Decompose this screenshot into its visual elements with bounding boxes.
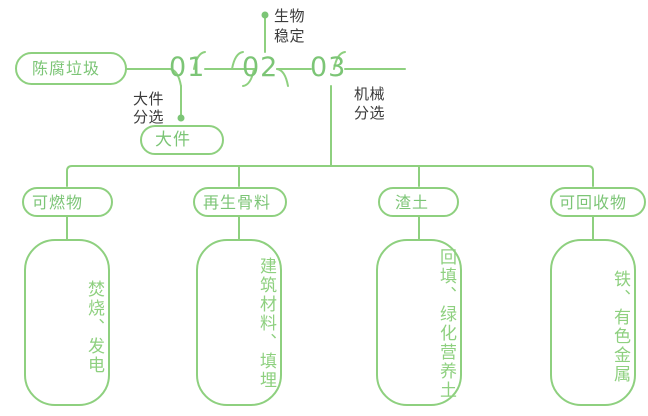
dot-large-item xyxy=(177,114,185,122)
step-number-02[interactable]: 02 xyxy=(242,52,279,83)
bracket-02-lower xyxy=(242,68,255,87)
bus-line xyxy=(66,165,594,173)
bracket-01-upper xyxy=(193,51,206,70)
step-label-01-line2: 分选 xyxy=(133,108,165,126)
detail-box-shape-3 xyxy=(376,239,462,406)
output-pill-label-4[interactable]: 可回收物 xyxy=(559,193,628,212)
bracket-03-lower xyxy=(276,68,289,87)
source-pill-label[interactable]: 陈腐垃圾 xyxy=(32,59,101,78)
detail-box-text-2: 建筑材料、填埋 xyxy=(256,256,276,390)
output-pill-label-1[interactable]: 可燃物 xyxy=(32,193,84,212)
large-item-pill-shape xyxy=(140,125,224,155)
dot-bio-stable xyxy=(261,11,269,19)
step-label-01-line1: 大件 xyxy=(133,90,165,108)
detail-box-shape-4 xyxy=(550,239,636,406)
detail-box-shape-1 xyxy=(24,239,110,406)
step-label-03-line2: 分选 xyxy=(354,104,386,122)
bracket-01-lower xyxy=(169,68,182,87)
detail-box-text-4: 铁、有色金属 xyxy=(610,270,630,384)
output-pill-label-2[interactable]: 再生骨料 xyxy=(203,193,272,212)
bracket-02-upper xyxy=(231,51,244,70)
detail-box-text-3: 回填、绿化营养土 xyxy=(436,248,456,400)
output-pill-label-3[interactable]: 渣土 xyxy=(395,193,430,212)
output-pill-label-large-item[interactable]: 大件 xyxy=(155,130,191,150)
step-number-03[interactable]: 03 xyxy=(310,52,347,83)
detail-box-shape-2 xyxy=(196,239,282,406)
step-label-02-line1: 生物 xyxy=(274,7,306,25)
step-label-02-line2: 稳定 xyxy=(274,27,306,45)
bracket-03-upper xyxy=(333,51,346,70)
step-label-03-line1: 机械 xyxy=(354,85,386,103)
detail-box-text-1: 焚烧、发电 xyxy=(84,279,104,375)
output-pill-shape-4 xyxy=(550,187,646,217)
step-number-01[interactable]: 01 xyxy=(169,52,206,83)
